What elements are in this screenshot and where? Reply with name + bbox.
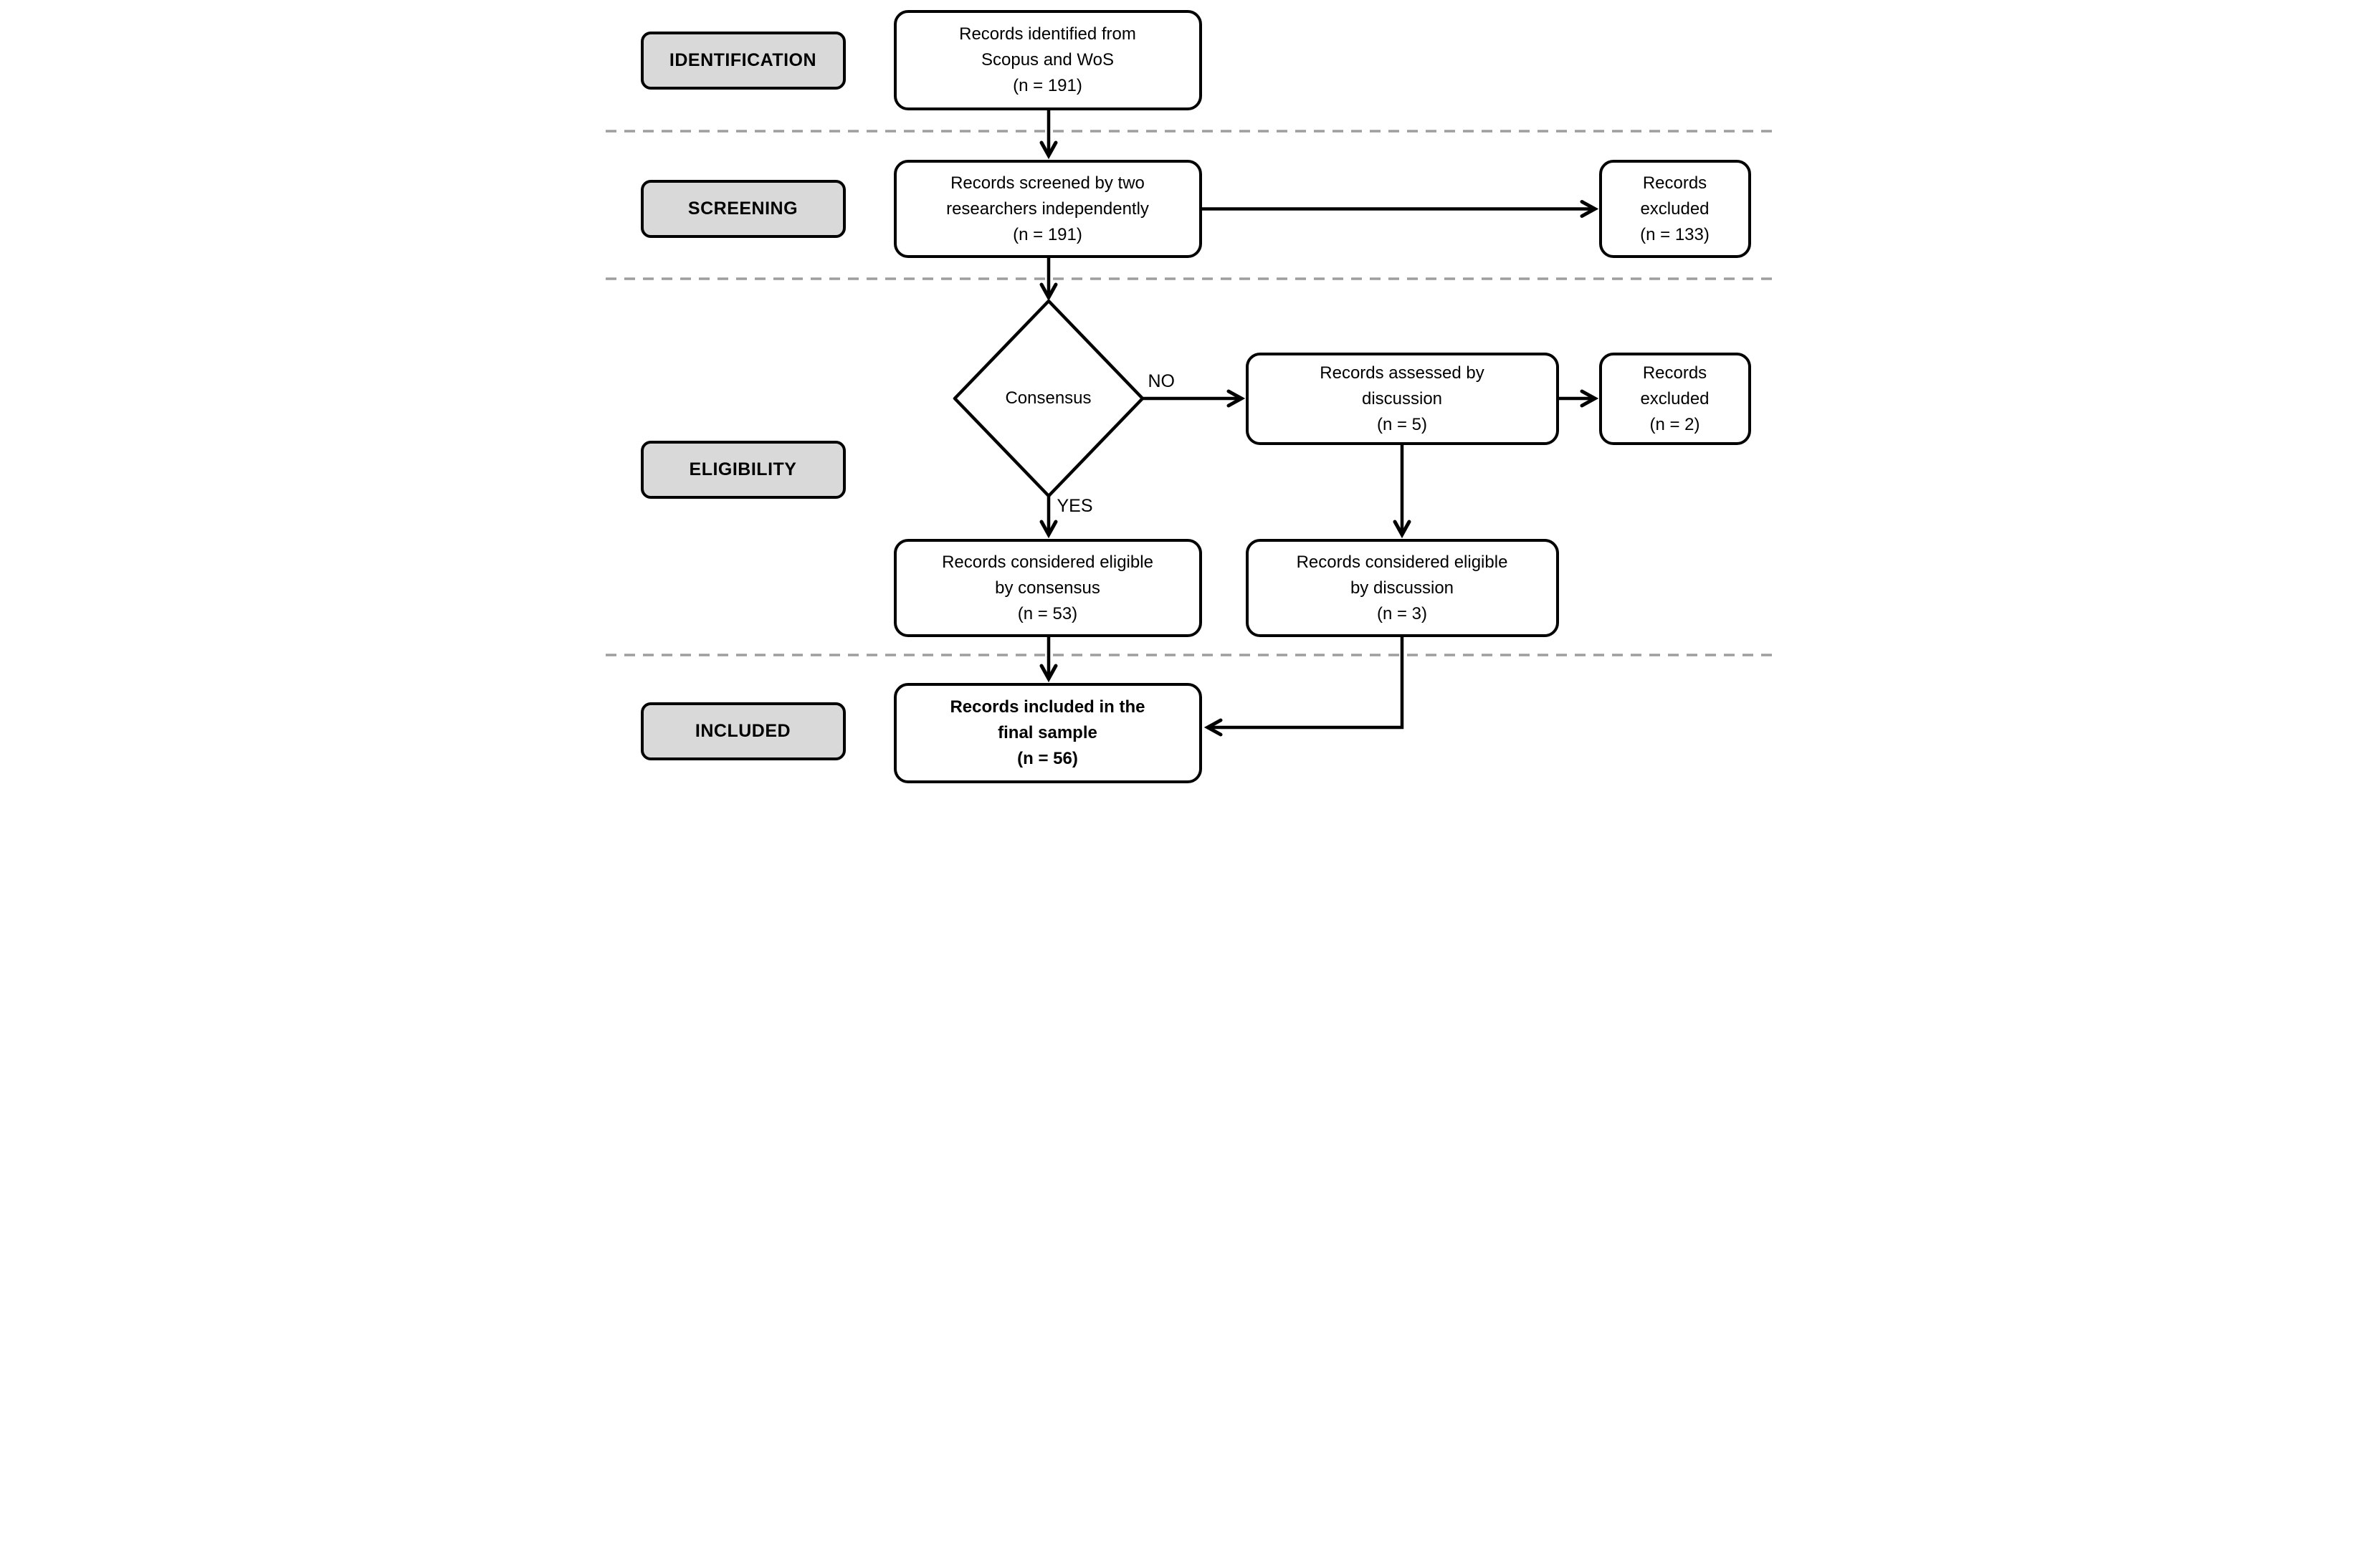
box-text-line: excluded — [1640, 199, 1710, 219]
box-records-identified: Records identified from Scopus and WoS (… — [893, 10, 1202, 110]
box-text-line: Records identified from — [959, 24, 1136, 44]
box-count: (n = 53) — [1017, 603, 1078, 623]
edge-label-yes: YES — [1057, 496, 1093, 516]
stage-included: INCLUDED — [640, 702, 846, 760]
box-records-screened: Records screened by two researchers inde… — [893, 160, 1202, 258]
box-text-line: final sample — [998, 723, 1097, 742]
box-text-line: discussion — [1361, 388, 1443, 408]
box-count: (n = 191) — [1013, 224, 1082, 244]
box-text-line: Records screened by two — [950, 173, 1145, 193]
box-text-line: Records assessed by — [1320, 363, 1484, 383]
box-text-line: Records — [1642, 173, 1707, 193]
box-count: (n = 56) — [1017, 749, 1078, 768]
box-records-excluded-screening: Records excluded (n = 133) — [1598, 160, 1751, 258]
box-records-included-final: Records included in the final sample (n … — [893, 683, 1202, 783]
box-count: (n = 3) — [1376, 603, 1428, 623]
box-count: (n = 5) — [1376, 414, 1428, 434]
stage-screening: SCREENING — [640, 180, 846, 238]
box-text-line: Scopus and WoS — [981, 50, 1114, 70]
box-count: (n = 133) — [1640, 224, 1710, 244]
box-eligible-by-consensus: Records considered eligible by consensus… — [893, 539, 1202, 637]
box-text-line: Records considered eligible — [942, 552, 1153, 572]
connector-layer — [605, 110, 1774, 784]
box-text-line: excluded — [1640, 388, 1710, 408]
arrow-eligible-discussion-to-included — [1208, 637, 1403, 727]
consensus-diamond-label: Consensus — [1005, 388, 1092, 408]
box-eligible-by-discussion: Records considered eligible by discussio… — [1245, 539, 1559, 637]
box-text-line: by discussion — [1350, 578, 1454, 598]
edge-label-no: NO — [1148, 371, 1176, 391]
stage-eligibility: ELIGIBILITY — [640, 441, 846, 499]
box-text-line: Records — [1642, 363, 1707, 383]
box-text-line: researchers independently — [946, 199, 1149, 219]
box-records-excluded-discussion: Records excluded (n = 2) — [1598, 353, 1751, 445]
box-text-line: by consensus — [995, 578, 1100, 598]
prisma-flow-diagram: IDENTIFICATION SCREENING ELIGIBILITY INC… — [594, 0, 1785, 784]
stage-identification: IDENTIFICATION — [640, 32, 846, 90]
box-records-assessed: Records assessed by discussion (n = 5) — [1245, 353, 1559, 445]
box-text-line: Records considered eligible — [1296, 552, 1508, 572]
box-count: (n = 191) — [1013, 76, 1082, 95]
box-count: (n = 2) — [1649, 414, 1700, 434]
box-text-line: Records included in the — [950, 697, 1145, 717]
